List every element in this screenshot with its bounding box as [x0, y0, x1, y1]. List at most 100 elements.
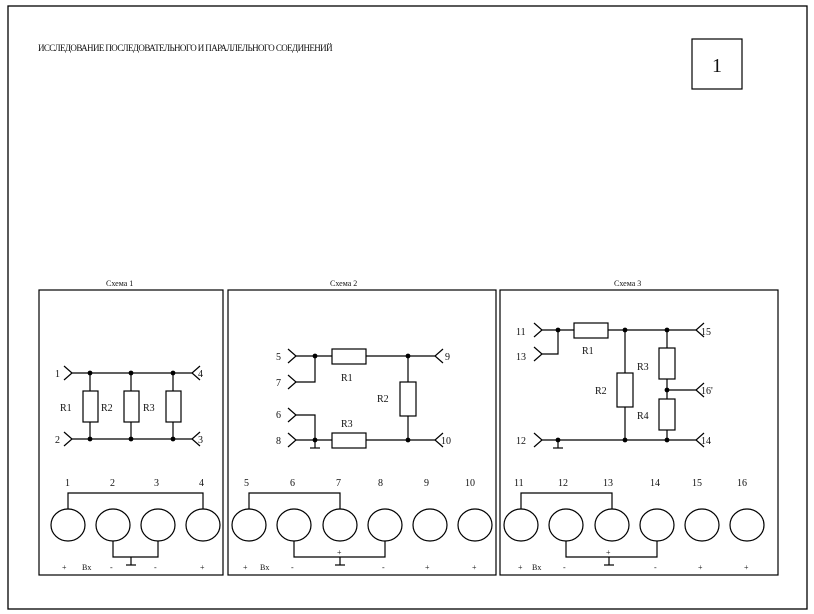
socket-label: 2	[110, 478, 115, 489]
socket-label: 8	[378, 478, 383, 489]
polarity-label: +	[518, 563, 523, 572]
terminal-10-label: 10	[441, 436, 451, 447]
resistor-r3-label: R3	[637, 362, 649, 373]
resistor-r1	[82, 390, 99, 423]
socket-9	[412, 508, 448, 542]
polarity-label: +	[472, 563, 477, 572]
polarity-label: +	[62, 563, 67, 572]
socket-label: 9	[424, 478, 429, 489]
socket-label: 6	[290, 478, 295, 489]
resistor-r3-label: R3	[341, 419, 353, 430]
socket-bracket-top	[520, 492, 613, 509]
socket-5	[231, 508, 267, 542]
scheme-2-caption: Схема 2	[330, 279, 357, 288]
resistor-r1-label: R1	[341, 373, 353, 384]
polarity-label: -	[563, 563, 566, 572]
socket-4	[185, 508, 221, 542]
terminal-8-label: 8	[276, 436, 281, 447]
scheme-2	[227, 289, 497, 576]
resistor-r1-label: R1	[582, 346, 594, 357]
terminal-7-chevron	[287, 374, 297, 390]
resistor-r1	[573, 322, 609, 339]
page-number: 1	[712, 55, 722, 77]
junction-dot	[312, 353, 318, 359]
junction-dot	[664, 437, 670, 443]
resistor-r2-label: R2	[377, 394, 389, 405]
socket-label: 12	[558, 478, 568, 489]
socket-8	[367, 508, 403, 542]
terminal-9-label: 9	[445, 352, 450, 363]
resistor-r1-label: R1	[60, 403, 72, 414]
terminal-13-chevron	[533, 346, 543, 362]
socket-label: 3	[154, 478, 159, 489]
terminal-5-label: 5	[276, 352, 281, 363]
socket-14	[639, 508, 675, 542]
polarity-label: -	[154, 563, 157, 572]
scheme-2-dots	[312, 353, 411, 443]
socket-label: 14	[650, 478, 660, 489]
terminal-6-label: 6	[276, 410, 281, 421]
junction-dot	[128, 370, 134, 376]
socket-label: 10	[465, 478, 475, 489]
socket-bracket-top	[67, 492, 204, 509]
polarity-label: -	[654, 563, 657, 572]
junction-dot	[664, 327, 670, 333]
terminal-16-label: 16'	[701, 386, 713, 397]
socket-label: 4	[199, 478, 204, 489]
resistor-r3	[165, 390, 182, 423]
terminal-8-chevron	[287, 432, 297, 448]
terminal-1-label: 1	[55, 369, 60, 380]
polarity-label: +	[337, 548, 342, 557]
socket-15	[684, 508, 720, 542]
junction-dot	[405, 353, 411, 359]
resistor-r2-label: R2	[101, 403, 113, 414]
terminal-14-label: 14	[701, 436, 711, 447]
socket-bracket-bottom	[565, 541, 658, 558]
resistor-r3	[658, 347, 676, 380]
input-label: Bx	[260, 563, 269, 572]
polarity-label: -	[291, 563, 294, 572]
socket-1	[50, 508, 86, 542]
input-label: Bx	[532, 563, 541, 572]
junction-dot	[622, 437, 628, 443]
scheme-3-caption: Схема 3	[614, 279, 641, 288]
wire	[296, 414, 316, 440]
scheme-2-frame	[227, 289, 497, 576]
page-number-box	[691, 38, 743, 90]
resistor-r2	[123, 390, 140, 423]
socket-12	[548, 508, 584, 542]
polarity-label: +	[698, 563, 703, 572]
scheme-3	[499, 289, 779, 576]
terminal-2-chevron	[63, 431, 73, 447]
terminal-4-label: 4	[198, 369, 203, 380]
terminal-2-label: 2	[55, 435, 60, 446]
socket-label: 11	[514, 478, 524, 489]
terminal-1-chevron	[63, 365, 73, 381]
socket-label: 15	[692, 478, 702, 489]
terminal-3-label: 3	[198, 435, 203, 446]
wire	[542, 330, 559, 355]
outer-frame	[7, 5, 808, 610]
resistor-r2-label: R2	[595, 386, 607, 397]
socket-label: 5	[244, 478, 249, 489]
socket-label: 16	[737, 478, 747, 489]
terminal-15-label: 15	[701, 327, 711, 338]
resistor-r2	[399, 381, 417, 417]
resistor-r2	[616, 372, 634, 408]
polarity-label: +	[606, 548, 611, 557]
terminal-11-label: 11	[516, 327, 526, 338]
terminal-9-chevron	[434, 348, 444, 364]
polarity-label: +	[425, 563, 430, 572]
input-label: Bx	[82, 563, 91, 572]
terminal-13-label: 13	[516, 352, 526, 363]
socket-3	[140, 508, 176, 542]
socket-16	[729, 508, 765, 542]
socket-bracket-bottom	[112, 541, 159, 558]
junction-dot	[555, 327, 561, 333]
scheme-1-frame	[38, 289, 224, 576]
scheme-1-dots	[87, 370, 176, 442]
terminal-12-chevron	[533, 432, 543, 448]
scheme-1	[38, 289, 224, 576]
socket-label: 1	[65, 478, 70, 489]
scheme-3-frame	[499, 289, 779, 576]
